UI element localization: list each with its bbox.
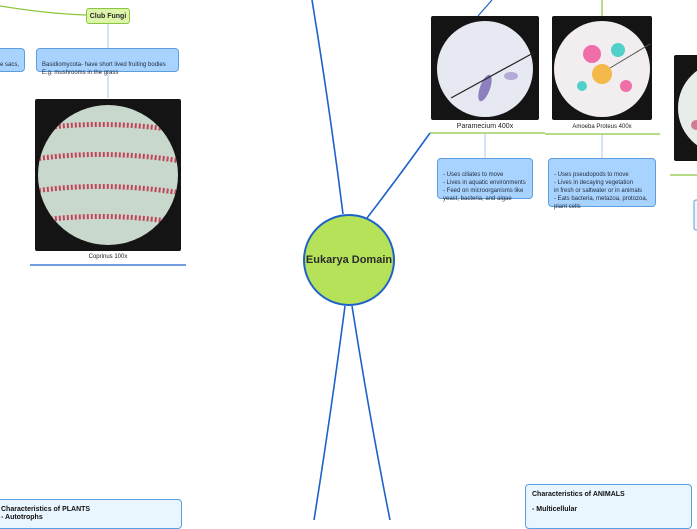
paramecium-micrograph	[431, 16, 539, 120]
offscreen-image	[678, 70, 697, 146]
fungi-left-note[interactable]: e sacs,	[0, 48, 25, 72]
paramecium-image	[437, 21, 536, 117]
plants-characteristics[interactable]: Characteristics of PLANTS - Autotrophs	[0, 499, 182, 529]
basidiomycota-note-text: Basidiomycota- have short lived fruiting…	[42, 62, 166, 76]
animals-characteristics[interactable]: Characteristics of ANIMALS - Multicellul…	[525, 484, 692, 529]
central-protist-line	[366, 132, 431, 219]
basidiomycota-note[interactable]: Basidiomycota- have short lived fruiting…	[36, 48, 179, 76]
paramecium-caption: Paramecium 400x	[456, 123, 514, 130]
amoeba-image	[554, 21, 651, 117]
amoeba-caption: Amoeba Proteus 400x	[572, 124, 632, 130]
offscreen-micrograph	[674, 55, 697, 161]
central-down-left-line	[313, 305, 346, 520]
club-fungi-label: Club Fungi	[89, 12, 127, 20]
plants-autotrophs: - Autotrophs	[1, 514, 43, 521]
amoeba-note-text: - Uses pseudopods to move - Lives in dec…	[554, 172, 648, 210]
paramecium-note[interactable]: - Uses ciliates to move - Lives in aquat…	[437, 158, 533, 202]
coprinus-micrograph	[35, 99, 181, 251]
coprinus-image	[38, 105, 178, 245]
paramecium-note-text: - Uses ciliates to move - Lives in aquat…	[443, 172, 526, 202]
central-up-line	[311, 0, 344, 215]
central-topic-label: Eukarya Domain	[305, 254, 393, 266]
fungi-branch-line	[0, 5, 87, 16]
central-down-right-line	[351, 305, 391, 520]
amoeba-micrograph	[552, 16, 652, 120]
fungi-left-note-text: e sacs,	[0, 62, 20, 68]
amoeba-note[interactable]: - Uses pseudopods to move - Lives in dec…	[548, 158, 656, 210]
animals-multicellular: - Multicellular	[532, 506, 578, 513]
plants-heading: Characteristics of PLANTS	[1, 506, 91, 513]
coprinus-caption: Coprinus 100x	[88, 254, 128, 260]
paramecium-top-line	[477, 0, 493, 17]
central-topic[interactable]: Eukarya Domain	[303, 214, 395, 306]
animals-heading: Characteristics of ANIMALS	[532, 491, 625, 498]
offscreen-note-edge	[693, 199, 697, 231]
club-fungi-tag[interactable]: Club Fungi	[86, 8, 130, 24]
